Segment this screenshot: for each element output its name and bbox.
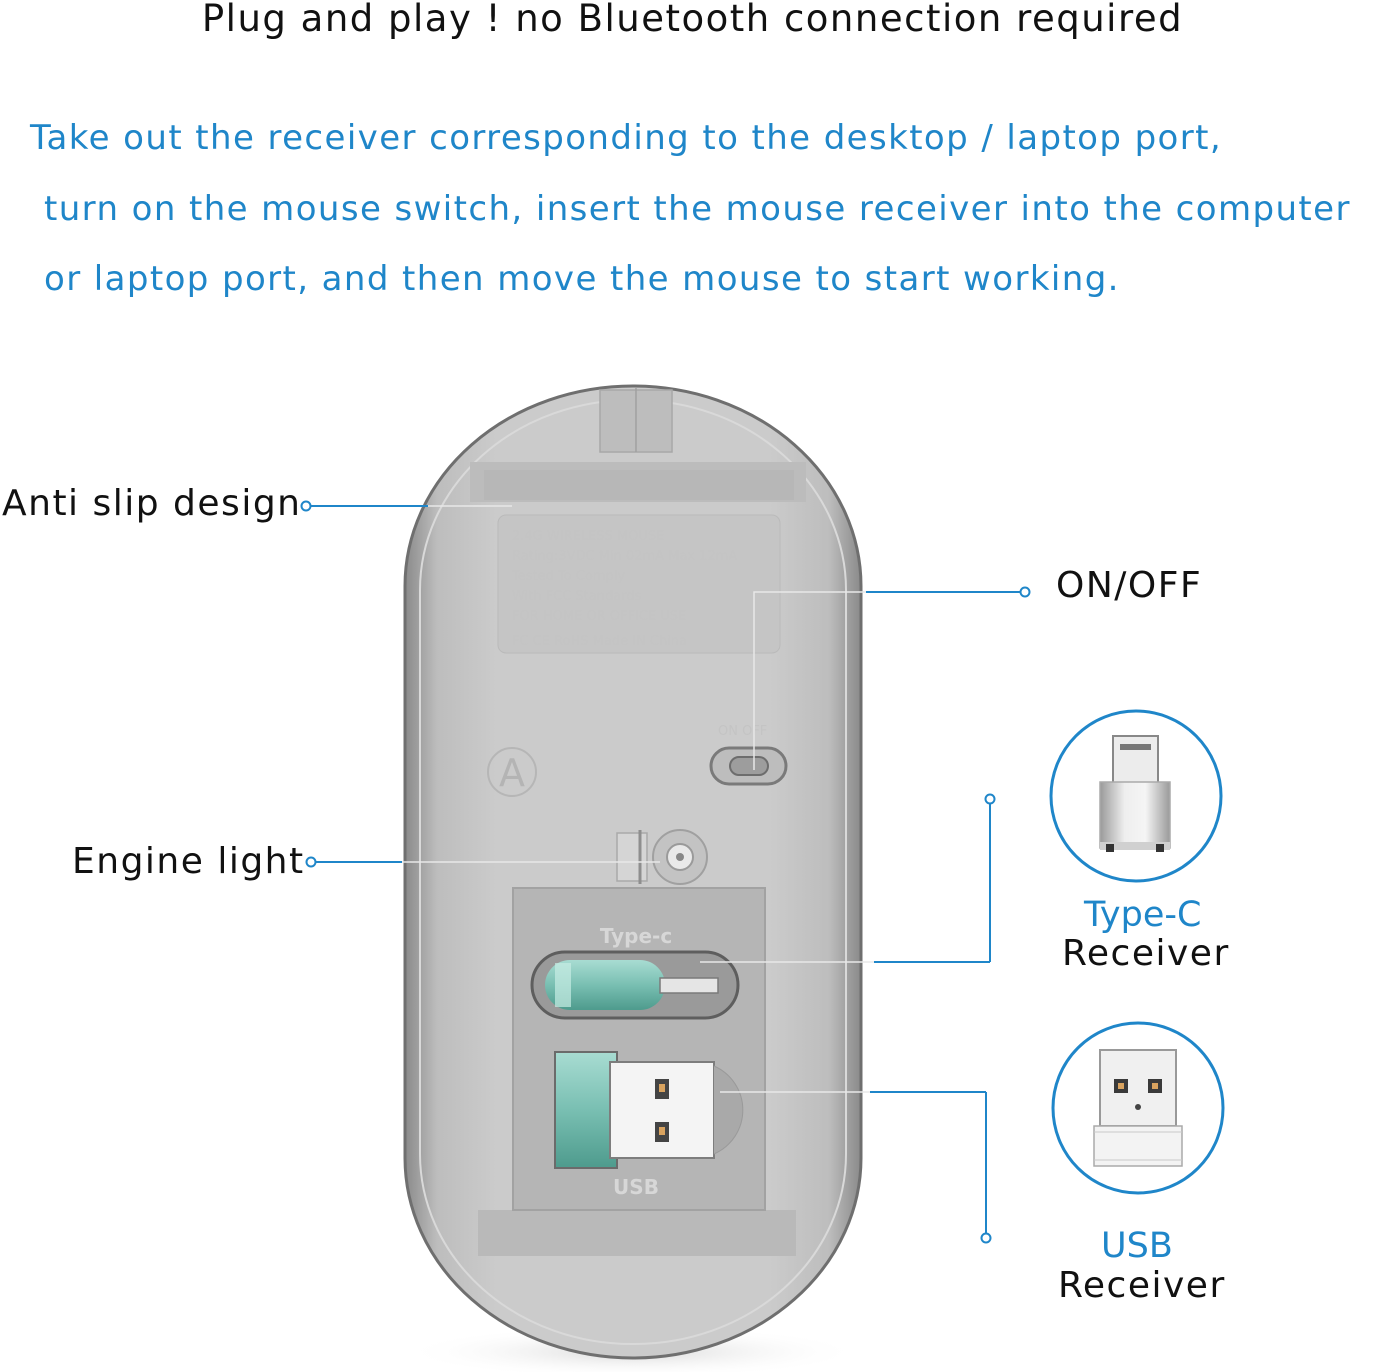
instruction-line-2: turn on the mouse switch, insert the mou…: [44, 189, 1351, 229]
callout-type-c-sub: Receiver: [1062, 933, 1230, 974]
label-line-3: Tested To Comply: [511, 569, 625, 584]
headline: Plug and play ! no Bluetooth connection …: [201, 0, 1184, 40]
label-line-6: FC CE RoHS Made IN China: [512, 634, 687, 649]
callout-usb-sub: Receiver: [1058, 1265, 1226, 1306]
label-line-4: With FCC Standards: [512, 589, 642, 604]
emblem-circle: [487, 747, 537, 797]
sensor-bracket: [616, 832, 648, 882]
label-line-1: 2.4G WIRELESS MOUSE: [512, 529, 664, 544]
switch-text: ON OFF: [718, 724, 767, 739]
callout-anti-slip: Anti slip design: [2, 483, 302, 524]
power-switch-knob: [729, 756, 769, 776]
callout-type-c-title: Type-C: [1084, 895, 1202, 935]
usb-receiver-stored: [554, 1051, 618, 1169]
type-c-connector: [1112, 735, 1159, 785]
slot-label-type-c: Type-c: [600, 924, 672, 948]
type-c-body: [1099, 781, 1171, 849]
type-c-receiver-stored: [545, 960, 665, 1010]
usb-body: [1093, 1125, 1183, 1167]
emblem-letter: A: [499, 751, 525, 795]
instruction-line-1: Take out the receiver corresponding to t…: [30, 118, 1223, 158]
bottom-glide-pad: [478, 1210, 796, 1256]
callout-engine-light: Engine light: [72, 841, 305, 882]
label-line-2: Rating:3VDC Min 02mA Max 12mA: [512, 549, 737, 564]
callout-on-off: ON/OFF: [1056, 565, 1203, 606]
slot-label-usb: USB: [613, 1175, 659, 1199]
product-label: [497, 514, 781, 654]
label-line-5: FOR HOME OR OFFICE USE: [512, 609, 686, 624]
callout-usb-title: USB: [1101, 1226, 1173, 1266]
instruction-line-3: or laptop port, and then move the mouse …: [44, 259, 1120, 299]
usb-connector: [1099, 1049, 1177, 1127]
